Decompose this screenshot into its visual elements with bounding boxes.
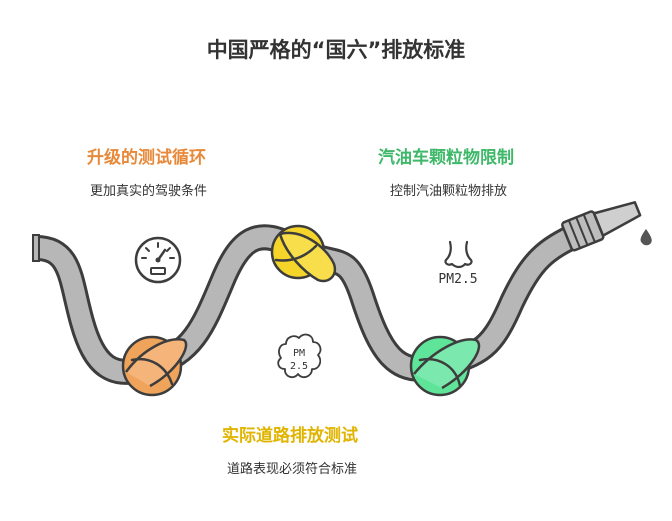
cloud-icon	[277, 333, 322, 379]
stage-3-subtitle: 道路表现必须符合标准	[227, 462, 358, 477]
speedometer-icon	[134, 236, 182, 284]
stage-1-subtitle: 更加真实的驾驶条件	[90, 184, 208, 199]
orange-knot	[121, 335, 188, 397]
stage-2-subtitle: 控制汽油颗粒物排放	[390, 184, 508, 199]
nose-pm-label: PM2.5	[438, 272, 477, 287]
stage-3-title: 实际道路排放测试	[222, 426, 358, 446]
cloud-pm-label-line2: 2.5	[290, 361, 308, 372]
hose-start-cap	[32, 234, 40, 262]
nose-icon	[444, 240, 473, 269]
page-title: 中国严格的“国六”排放标准	[206, 38, 466, 62]
droplet-icon	[640, 229, 652, 246]
cloud-pm-label-line1: PM	[293, 348, 305, 359]
stage-1-title: 升级的测试循环	[87, 148, 206, 168]
nozzle-icon	[561, 201, 642, 252]
stage-2-title: 汽油车颗粒物限制	[378, 148, 514, 168]
yellow-knot	[270, 224, 337, 283]
green-knot	[409, 335, 481, 397]
